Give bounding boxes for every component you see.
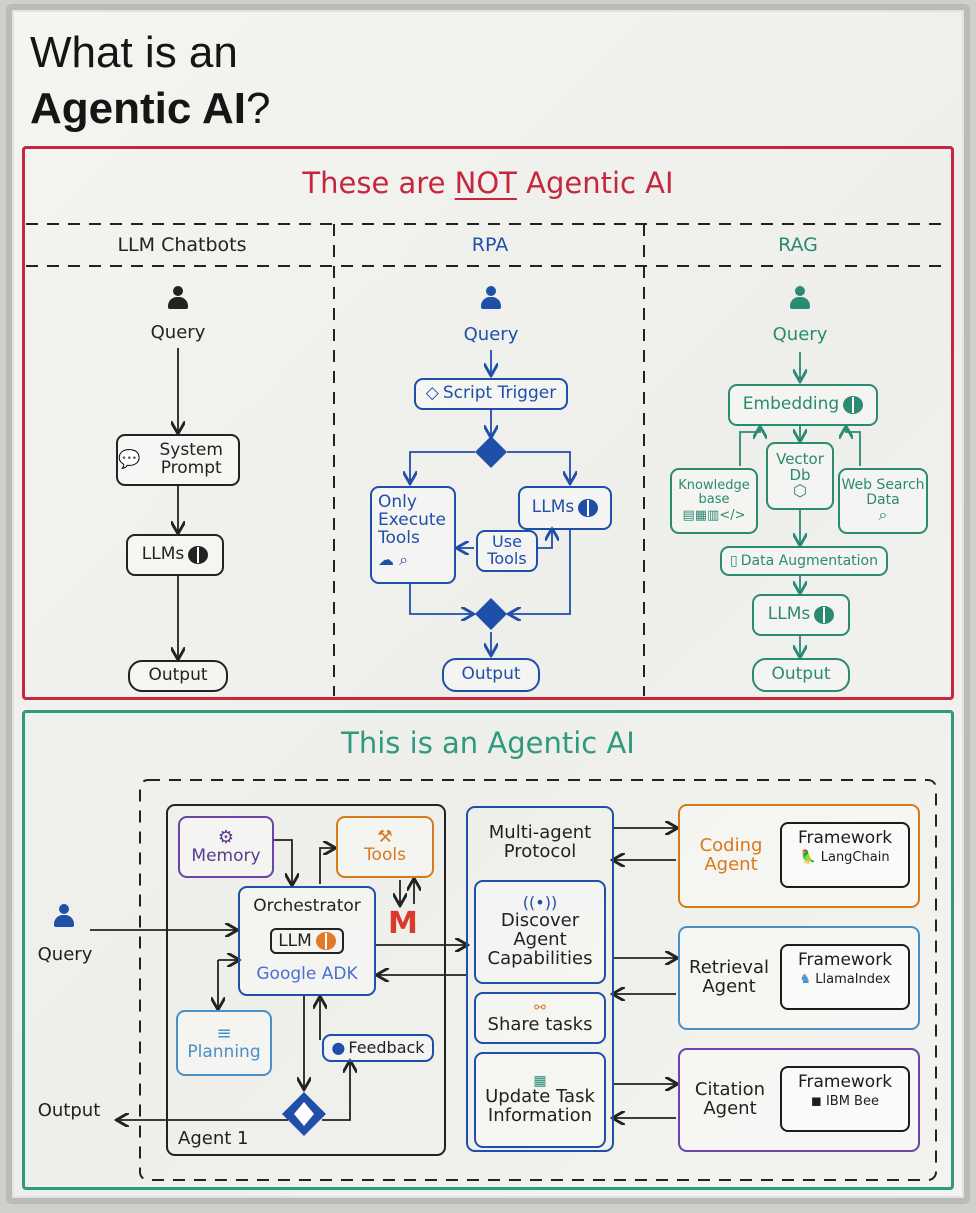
data-augmentation-box: ▯Data Augmentation	[720, 546, 888, 576]
knowledge-base-box: Knowledge base▤▦▥</>	[670, 468, 758, 534]
signal-icon: ((•))	[522, 893, 558, 913]
user-icon	[54, 904, 74, 928]
bee-logo-icon: ◼	[811, 1094, 822, 1109]
script-trigger-box: ◇Script Trigger	[414, 378, 568, 410]
llama-logo-icon: ♞	[799, 972, 812, 987]
search-icon: ⌕	[878, 505, 888, 525]
link-icon: ⚯	[534, 1000, 546, 1017]
file-types-icon: ▤▦▥</>	[682, 508, 746, 524]
gear-icon: ⚙	[217, 826, 235, 848]
column-heading-llm: LLM Chatbots	[117, 234, 247, 256]
agentic-output-label: Output	[37, 1100, 101, 1121]
agentic-query-label: Query	[37, 944, 93, 965]
share-tasks-box: ⚯Share tasks	[474, 992, 606, 1044]
langchain-logo-icon: 🦜	[800, 850, 817, 865]
gmail-icon: M	[388, 906, 418, 941]
brain-icon	[188, 546, 209, 564]
discover-capabilities-box: ((•))Discover Agent Capabilities	[474, 880, 606, 984]
rpa-query-label: Query	[463, 324, 519, 345]
web-search-data-box: Web Search Data⌕	[838, 468, 928, 534]
brain-icon	[315, 931, 336, 950]
update-task-box: ▦Update Task Information	[474, 1052, 606, 1148]
tools-box: ⚒Tools	[336, 816, 434, 878]
coding-framework-box: Framework🦜 LangChain	[780, 822, 910, 888]
user-icon	[481, 286, 501, 310]
retrieval-framework-box: Framework♞ LlamaIndex	[780, 944, 910, 1010]
document-icon: ▯	[730, 552, 738, 569]
agent-1-container	[166, 804, 446, 1156]
multi-agent-protocol-title: Multi-agent Protocol	[488, 822, 592, 862]
llm-chatbot-llms-box: LLMs	[126, 534, 224, 576]
only-execute-tools-box: Only Execute Tools☁ ⌕	[370, 486, 456, 584]
brain-icon	[843, 396, 864, 414]
list-icon: ≡	[216, 1022, 232, 1044]
llm-output-box: Output	[128, 660, 228, 692]
rag-llms-box: LLMs	[752, 594, 850, 636]
llm-query-label: Query	[150, 322, 206, 343]
vector-db-box: Vector Db⬡	[766, 442, 834, 510]
not-agentic-header: These are NOT Agentic AI	[302, 166, 674, 200]
agentic-header: This is an Agentic AI	[341, 726, 635, 760]
protocol-container	[466, 806, 614, 1152]
tools-icon: ⚒	[377, 827, 393, 848]
agent-1-label: Agent 1	[178, 1128, 249, 1149]
cube-icon: ⬡	[793, 481, 807, 501]
feedback-box: ●Feedback	[322, 1034, 434, 1062]
rag-output-box: Output	[752, 658, 850, 692]
column-heading-rpa: RPA	[471, 234, 509, 256]
brain-icon	[814, 606, 835, 624]
not-agentic-panel	[22, 146, 954, 700]
rpa-llms-box: LLMs	[518, 486, 612, 530]
rpa-output-box: Output	[442, 658, 540, 692]
orchestrator-box: Orchestrator LLM Google ADK	[238, 886, 376, 996]
chat-bubble-icon: ●	[331, 1037, 346, 1057]
google-adk-label: Google ADK	[256, 964, 358, 985]
embedding-box: Embedding	[728, 384, 878, 426]
citation-framework-box: Framework◼ IBM Bee	[780, 1066, 910, 1132]
diamond-icon: ◇	[425, 383, 439, 404]
planning-box: ≡Planning	[176, 1010, 272, 1076]
memory-box: ⚙Memory	[178, 816, 274, 878]
grid-icon: ▦	[533, 1072, 547, 1089]
chat-bubble-icon: 💬	[118, 448, 141, 470]
user-icon	[790, 286, 810, 310]
user-icon	[168, 286, 188, 310]
system-prompt-box: 💬System Prompt	[116, 434, 240, 486]
llm-chip: LLM	[270, 927, 344, 955]
page-title-line1: What is an	[30, 28, 238, 77]
agentic-panel	[22, 710, 954, 1190]
rag-query-label: Query	[772, 324, 828, 345]
brain-icon	[578, 499, 599, 517]
column-heading-rag: RAG	[778, 234, 818, 256]
cloud-search-icon: ☁ ⌕	[378, 549, 409, 569]
use-tools-box: Use Tools	[476, 530, 538, 572]
page-title-line2: Agentic AI?	[30, 84, 271, 133]
